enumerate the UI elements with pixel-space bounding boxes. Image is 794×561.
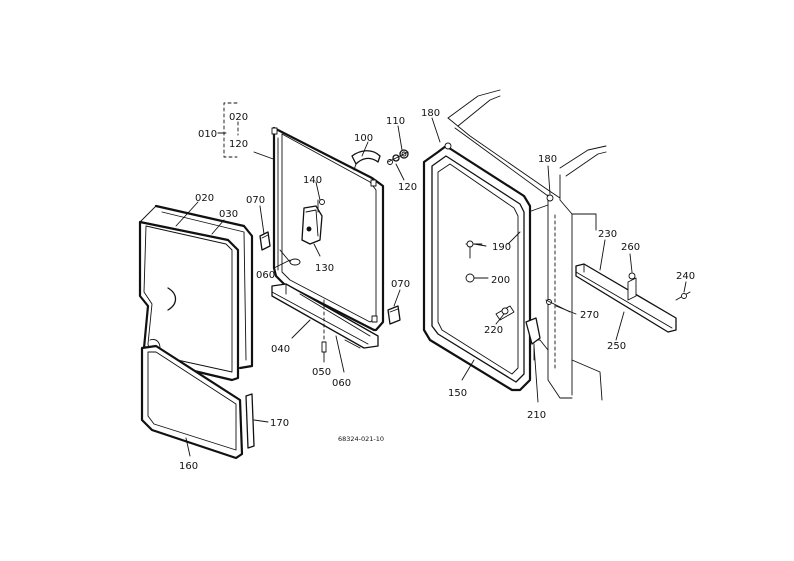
callout-120: 120 [229, 139, 248, 150]
cover-070-left [259, 231, 271, 251]
callout-020: 020 [229, 112, 248, 123]
callout-210: 210 [527, 410, 546, 421]
lower-glass-panel [140, 339, 255, 460]
callout-110: 110 [386, 116, 405, 127]
callout-020: 020 [195, 193, 214, 204]
callout-030: 030 [219, 209, 238, 220]
callout-250: 250 [607, 341, 626, 352]
side-rail [545, 263, 691, 333]
callout-070: 070 [246, 195, 265, 206]
callout-170: 170 [270, 418, 289, 429]
door-sill [271, 283, 379, 363]
callout-200: 200 [491, 275, 510, 286]
cover-070-right [387, 305, 401, 325]
callout-050: 050 [312, 367, 331, 378]
callout-labels: 010 020 120 100 110 120 180 180 140 020 … [179, 108, 695, 472]
callout-150: 150 [448, 388, 467, 399]
callout-260: 260 [621, 242, 640, 253]
callout-060: 060 [332, 378, 351, 389]
leader-lines [175, 117, 687, 457]
callout-240: 240 [676, 271, 695, 282]
callout-060: 060 [256, 270, 275, 281]
callout-180: 180 [538, 154, 557, 165]
door-latch [301, 199, 325, 245]
callout-180: 180 [421, 108, 440, 119]
callout-190: 190 [492, 242, 511, 253]
callout-100: 100 [354, 133, 373, 144]
bracket-010 [217, 102, 277, 161]
cab-body-outline [439, 89, 607, 401]
callout-120: 120 [398, 182, 417, 193]
drawing-code: 68324-021-10 [338, 435, 384, 443]
callout-130: 130 [315, 263, 334, 274]
hinge-parts [351, 149, 409, 171]
outer-door-frame [422, 142, 554, 392]
callout-220: 220 [484, 325, 503, 336]
inner-door-frame [271, 126, 385, 332]
callout-040: 040 [271, 344, 290, 355]
upper-glass-panel [138, 204, 254, 382]
callout-270: 270 [580, 310, 599, 321]
callout-070: 070 [391, 279, 410, 290]
callout-160: 160 [179, 461, 198, 472]
callout-140: 140 [303, 175, 322, 186]
callout-010: 010 [198, 129, 217, 140]
callout-230: 230 [598, 229, 617, 240]
